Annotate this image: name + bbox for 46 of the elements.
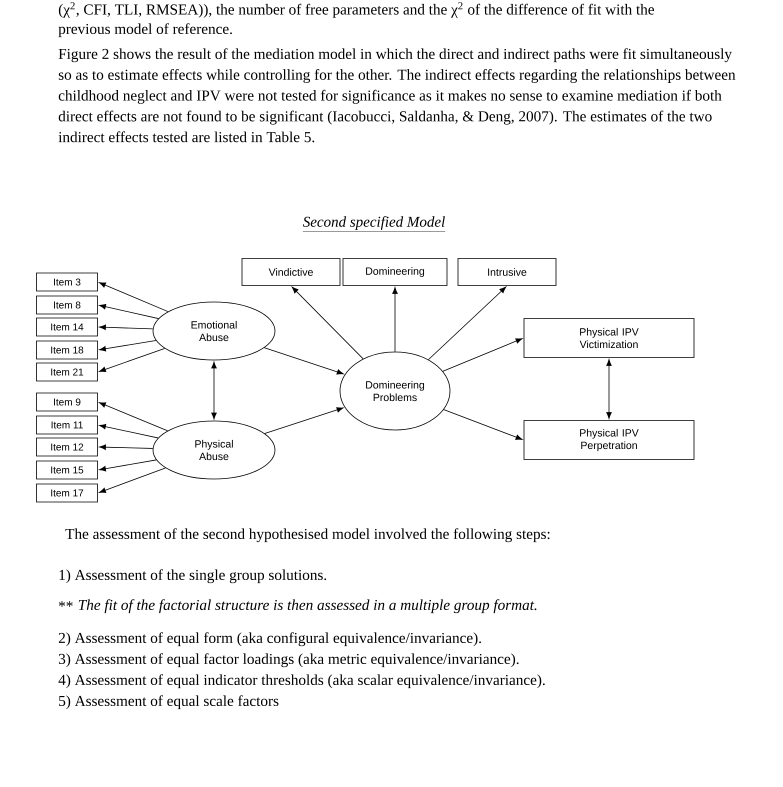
- arrow: [99, 348, 165, 372]
- arrow: [211, 362, 217, 420]
- indicator-box: Item 8: [36, 296, 98, 314]
- arrow: [428, 286, 506, 360]
- arrow: [392, 287, 398, 352]
- text-line: 4) Assessment of equal indicator thresholds (aka scalar equivalence/invariance).: [58, 674, 545, 688]
- indicator-box: Item 15: [36, 460, 98, 480]
- arrow: [99, 460, 157, 472]
- arrow: [99, 424, 158, 438]
- arrow: [99, 304, 159, 319]
- arrow: [264, 407, 344, 434]
- paragraph: Figure 2 shows the result of the mediation model in which the direct and indirect paths were fit simultaneously so as to estimate effects while controlling for the other. The indirect effects regarding the relationships between childhood neglect and IPV were not tested for significance as it makes no sense to examine mediation if both direct effects are not found to be significant (Iacobucci, Saldanha, & Deng, 2007). The estimates of the two indirect effects tested are listed in Table 5.: [58, 48, 736, 142]
- observed-box: Physical IPV Perpetration: [524, 420, 694, 460]
- indicator-box: Item 9: [36, 392, 98, 412]
- text-line: 3) Assessment of equal factor loadings (aka metric equivalence/invariance).: [58, 653, 519, 668]
- observed-box: Vindictive: [242, 258, 340, 286]
- text-line: 2) Assessment of equal form (aka configural equivalence/invariance).: [58, 632, 481, 646]
- indicator-box: Item 18: [36, 340, 98, 360]
- text-line: 1) Assessment of the single group solutions.: [60, 569, 326, 584]
- arrow: [99, 282, 168, 312]
- note-marker: **: [58, 601, 73, 607]
- indicator-box: Item 3: [36, 272, 98, 292]
- observed-box: Physical IPV Victimization: [524, 318, 694, 358]
- observed-box: Domineering: [342, 258, 448, 286]
- arrow: [442, 338, 522, 372]
- arrow: [264, 347, 344, 375]
- arrow: [99, 402, 168, 432]
- arrow: [292, 286, 364, 360]
- text-line: previous model of reference.: [58, 23, 232, 38]
- title: Second specified Model: [302, 216, 446, 232]
- text-line: 5) Assessment of equal scale factors: [59, 695, 278, 710]
- arrow: [606, 359, 612, 419]
- arrow: [99, 340, 156, 352]
- text-line: The assessment of the second hypothesised model involved the following steps:: [65, 528, 550, 542]
- indicator-box: Item 11: [36, 416, 98, 434]
- italic-note: The fit of the factorial structure is then assessed in a multiple group format.: [78, 599, 536, 614]
- indicator-box: Item 12: [36, 438, 98, 456]
- indicator-box: Item 21: [36, 362, 98, 382]
- observed-box: Intrusive: [458, 258, 556, 286]
- indicator-box: Item 17: [36, 484, 98, 502]
- indicator-box: Item 14: [36, 318, 98, 336]
- arrow: [99, 468, 166, 493]
- arrow: [99, 324, 154, 330]
- arrow: [443, 409, 522, 440]
- arrow: [99, 444, 154, 450]
- text-line: (χ$^{2}$, CFI, TLI, RMSEA)), the number of free parameters and the χ$^{2}$ of the difference of fit with the: [58, 2, 654, 18]
